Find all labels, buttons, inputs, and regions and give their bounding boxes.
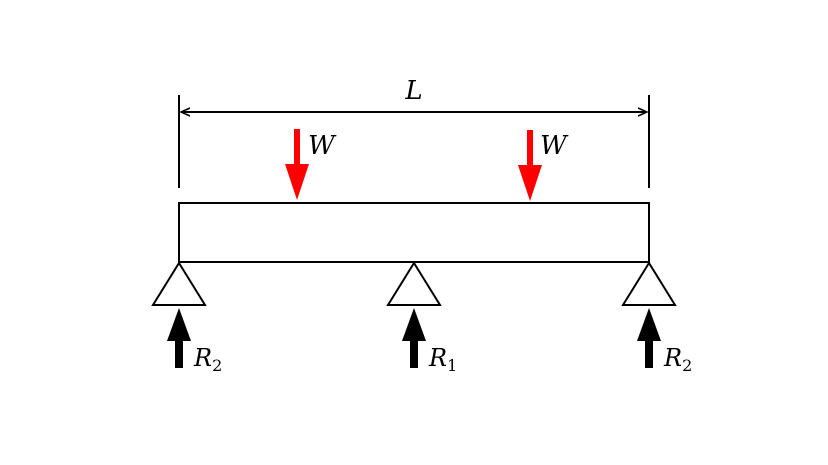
load-label-left: W: [308, 131, 337, 161]
load-label-right: W: [540, 131, 569, 161]
beam: [178, 202, 650, 263]
reaction-label-left: R2: [193, 344, 222, 375]
support-left: [151, 261, 207, 306]
dimension-label: L: [404, 76, 422, 106]
reaction-arrow-left: [167, 308, 191, 368]
load-arrow-left: [285, 129, 309, 200]
reaction-arrow-right: [637, 308, 661, 368]
reaction-label-middle: R1: [428, 344, 457, 375]
load-arrow-right: [518, 130, 542, 201]
reaction-label-right: R2: [663, 344, 692, 375]
reaction-arrow-middle: [402, 308, 426, 368]
support-middle: [386, 261, 442, 306]
support-right: [621, 261, 677, 306]
